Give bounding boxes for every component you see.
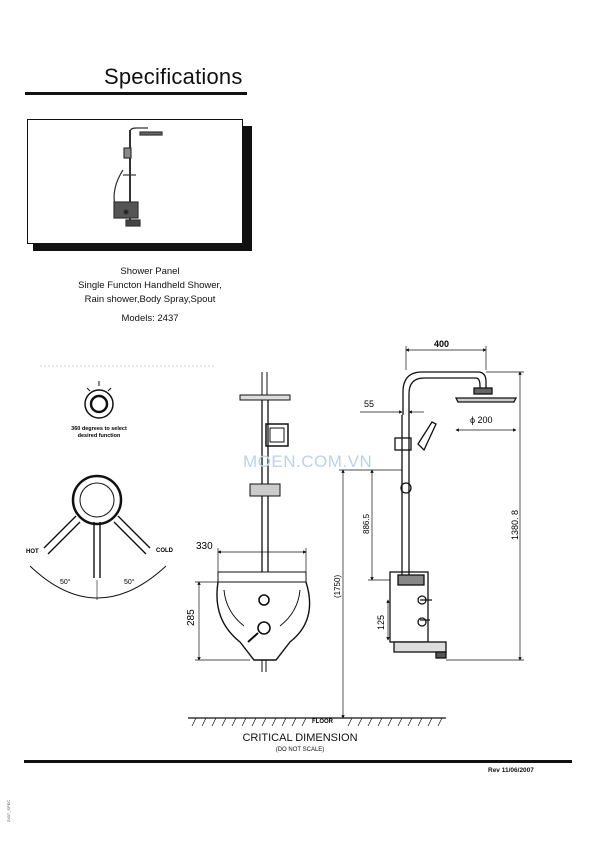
revision-label: Rev 11/06/2007 (488, 767, 534, 774)
technical-drawing: 360 degrees to select desired function H… (26, 339, 524, 727)
cold-label: COLD (156, 548, 174, 554)
selector-dial (84, 381, 114, 419)
angle-left-label: 50° (60, 578, 71, 586)
do-not-scale-label: (DO NOT SCALE) (275, 747, 325, 753)
arm-reach-dimension: 400 (434, 339, 449, 349)
head-diameter-dimension: ϕ 200 (470, 415, 493, 425)
page-title: Specifications (104, 64, 243, 89)
overall-height-dimension: 1380. 8 (510, 510, 520, 540)
critical-dimension-label: CRITICAL DIMENSION (242, 732, 358, 744)
caption-line-2: Single Functon Handheld Shower, (78, 280, 222, 291)
floor-line (188, 717, 446, 727)
caption-line-1: Shower Panel (120, 266, 180, 277)
shower-panel-illustration (113, 127, 163, 227)
base-height-dimension: 125 (376, 615, 386, 630)
slide-height-dimension: 886.5 (362, 513, 371, 534)
offset-dimension: 55 (364, 399, 374, 409)
bottom-rule (24, 760, 572, 763)
watermark: MOEN.COM.VN (243, 452, 373, 471)
floor-label: FLOOR (312, 719, 334, 725)
floor-height-dimension: (1750) (333, 575, 342, 598)
dial-note-1: 360 degrees to select (71, 426, 127, 432)
hot-label: HOT (26, 549, 39, 555)
side-view (389, 371, 518, 659)
angle-right-label: 50° (124, 578, 135, 586)
title-rule (25, 92, 247, 95)
models-label: Models: 2437 (121, 313, 179, 324)
side-note: Z437_SPEC (6, 799, 11, 822)
front-view (216, 372, 311, 672)
caption-line-3: Rain shower,Body Spray,Spout (84, 294, 216, 305)
product-photo (27, 119, 243, 244)
lever-diagram (29, 474, 167, 600)
dial-note-2: desired function (78, 433, 121, 439)
width-dimension: 330 (196, 541, 213, 552)
mixer-height-dimension: 285 (186, 609, 197, 626)
